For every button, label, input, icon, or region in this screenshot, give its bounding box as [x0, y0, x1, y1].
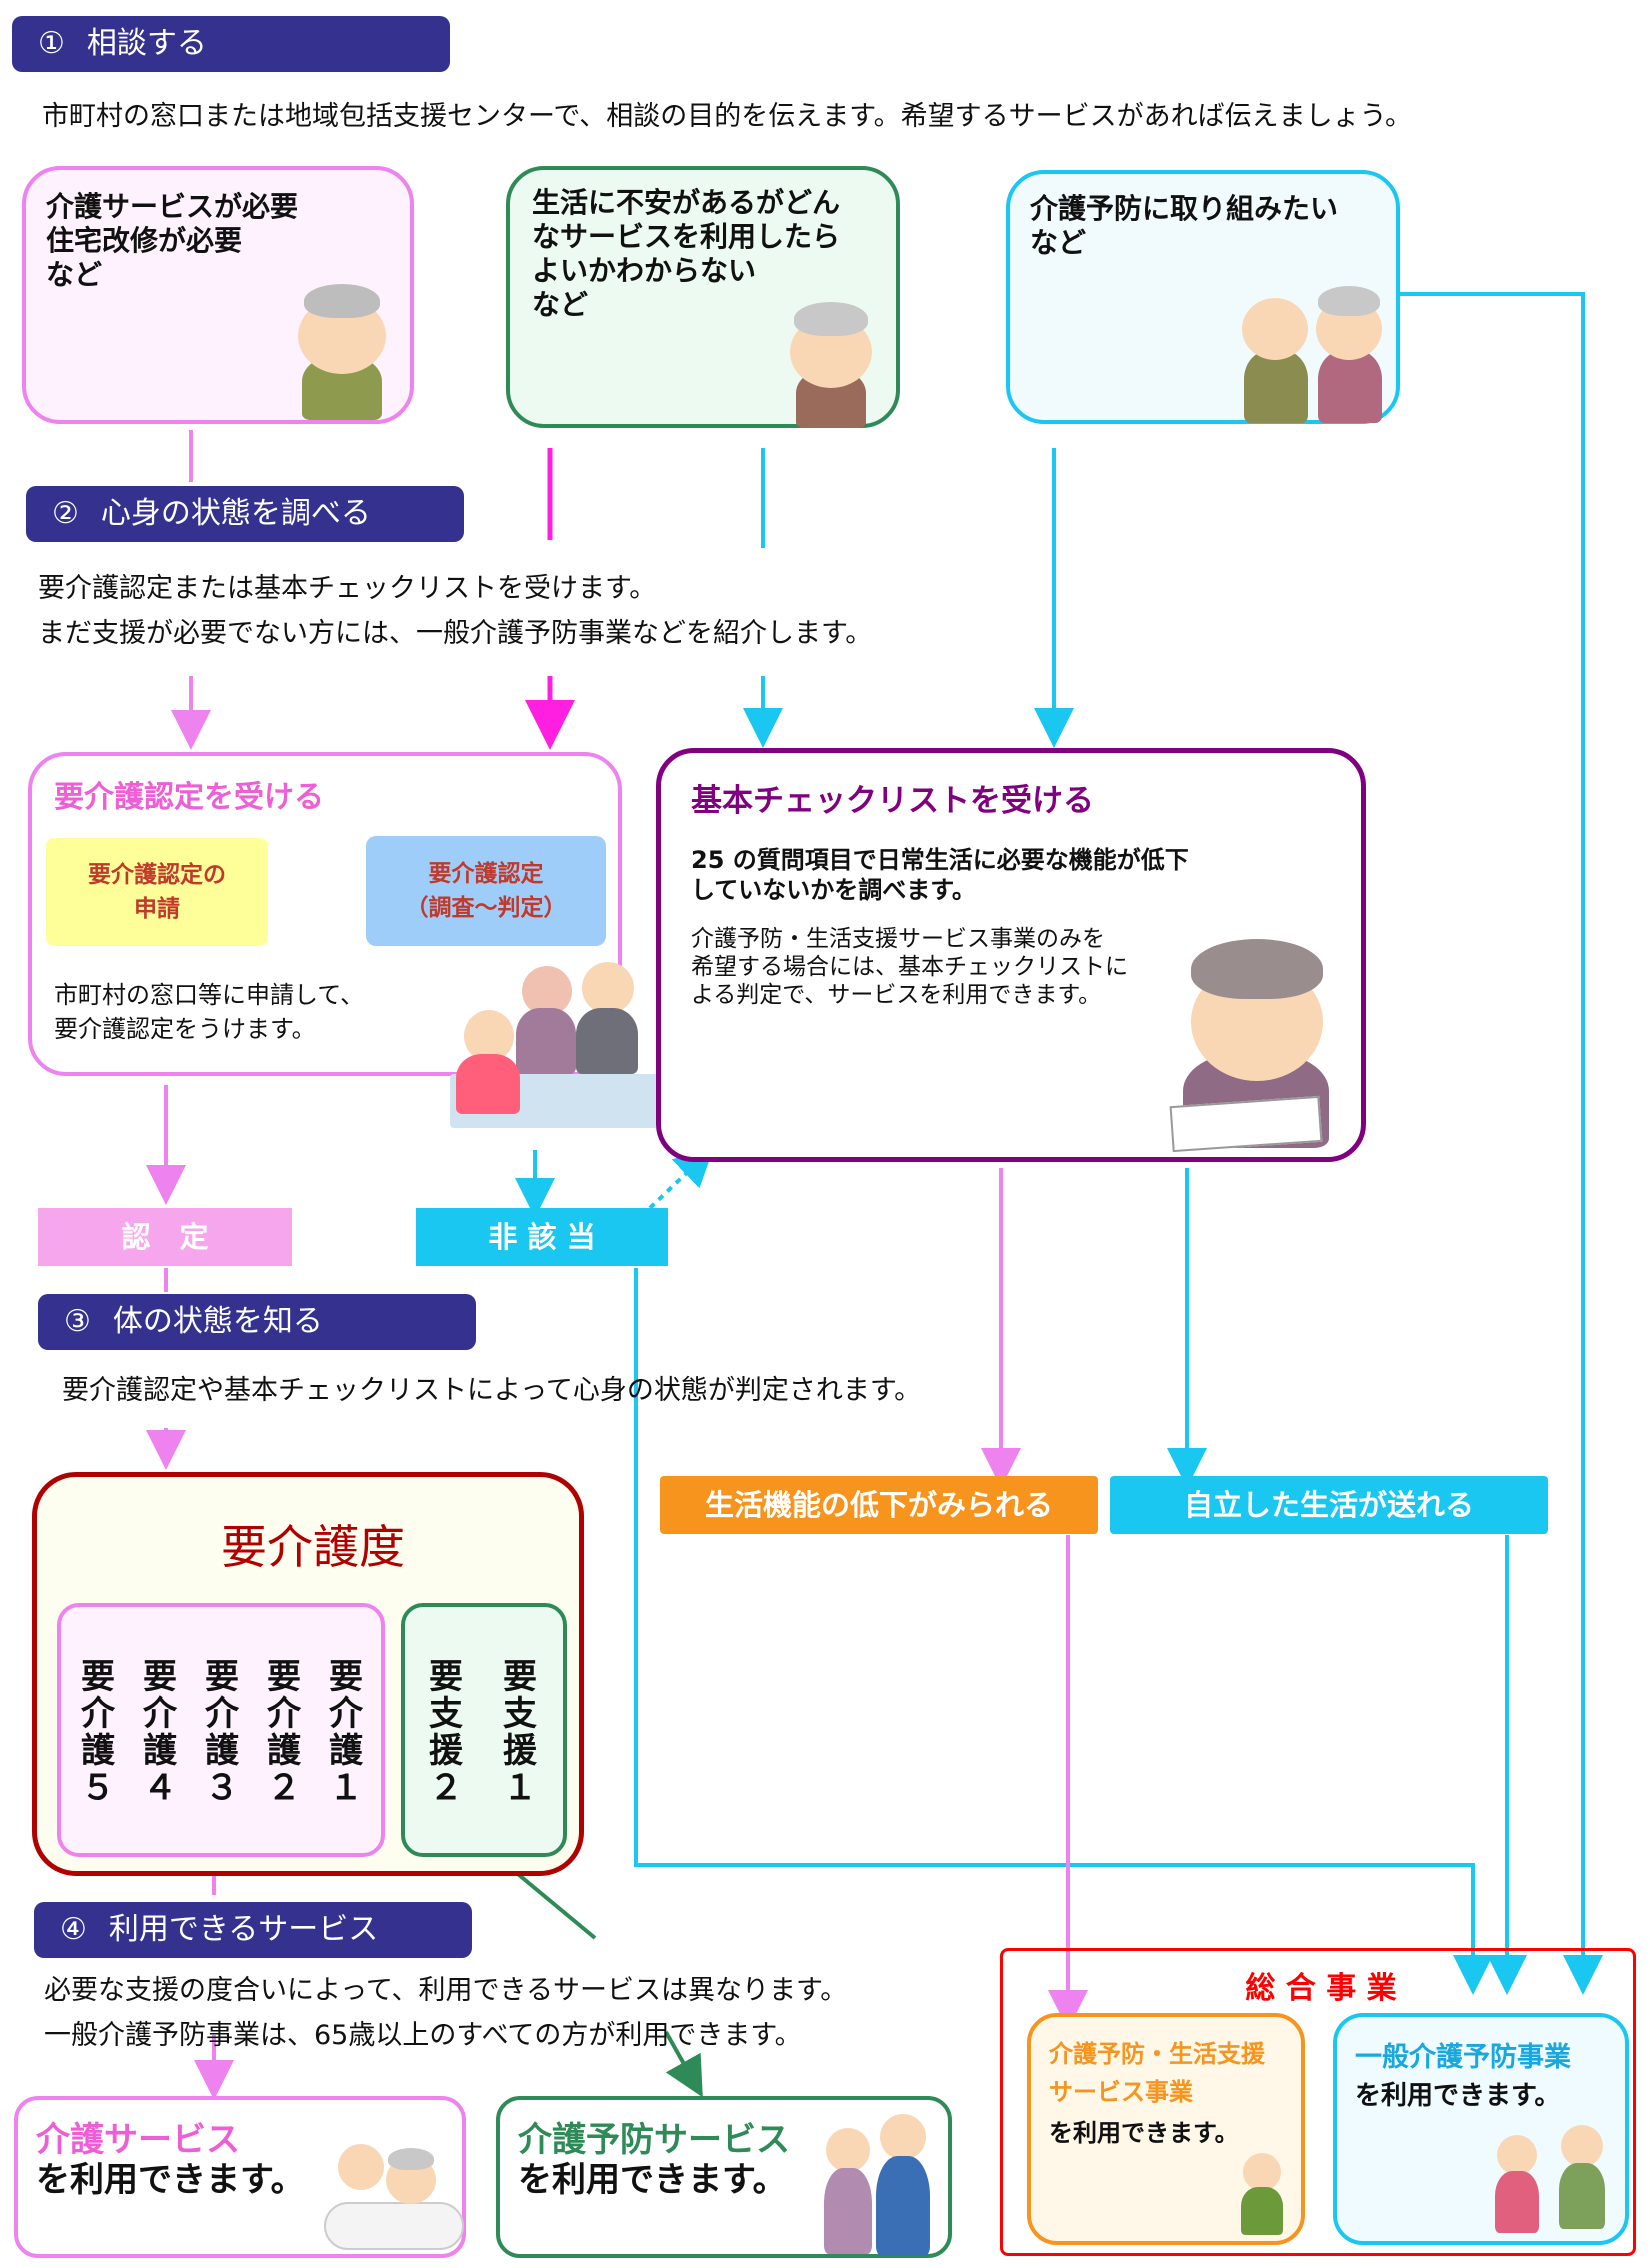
woman-filling-form-illustration — [1161, 933, 1351, 1153]
higaitou-result-tag: 非 該 当 — [416, 1208, 668, 1266]
elderly-woman-illustration — [776, 300, 886, 428]
step1-label: 相談する — [86, 26, 207, 61]
step1-header: ① 相談する — [12, 16, 450, 72]
ippan-box: 一般介護予防事業 を利用できます。 — [1333, 2013, 1629, 2245]
nintei-apply-box: 要介護認定の 申請 — [46, 838, 268, 946]
step3-description: 要介護認定や基本チェックリストによって心身の状態が判定されます。 — [62, 1375, 922, 1406]
yobo-seikatsu-title: 介護予防・生活支援 サービス事業 — [1049, 2040, 1265, 2106]
yobo-service-title: 介護予防サービス — [518, 2120, 790, 2160]
step1-description: 市町村の窓口または地域包括支援センターで、相談の目的を伝えます。希望するサービス… — [42, 101, 1412, 132]
sogo-jigyo-box: 総 合 事 業 介護予防・生活支援 サービス事業 を利用できます。 一般介護予防… — [1000, 1948, 1636, 2256]
step3-label: 体の状態を知る — [112, 1304, 323, 1339]
kaigo-service-title: 介護サービス — [36, 2120, 240, 2160]
checklist-box: 基本チェックリストを受ける 25 の質問項目で日常生活に必要な機能が低下 してい… — [656, 748, 1366, 1162]
ippan-title: 一般介護予防事業 — [1355, 2042, 1571, 2073]
walking-assist-illustration — [820, 2114, 940, 2258]
care-level-title: 要介護度 — [221, 1520, 405, 1574]
step2-number: ② — [52, 496, 79, 531]
step1-number: ① — [38, 26, 65, 61]
yobo-service-sub: を利用できます。 — [518, 2160, 787, 2200]
yobo-seikatsu-box: 介護予防・生活支援 サービス事業 を利用できます。 — [1027, 2013, 1305, 2245]
nintei-title: 要介護認定を受ける — [54, 780, 324, 815]
arrow-c3-to-ippan — [1398, 292, 1603, 1995]
exercising-couple-illustration — [1487, 2125, 1617, 2241]
elderly-man-illustration — [282, 280, 402, 420]
step3-number: ③ — [64, 1304, 91, 1339]
decline-result-tag: 生活機能の低下がみられる — [660, 1476, 1098, 1534]
step3-header: ③ 体の状態を知る — [38, 1294, 476, 1350]
yobo-seikatsu-sub: を利用できます。 — [1049, 2119, 1239, 2147]
sogo-jigyo-title: 総 合 事 業 — [1245, 1971, 1397, 2006]
consult-box-unsure-text: 生活に不安があるがどん なサービスを利用したら よいかわからない など — [532, 186, 841, 321]
consultation-counter-illustration — [442, 958, 662, 1148]
arrow-higaitou-to-checklist — [648, 1146, 715, 1210]
checklist-para1: 25 の質問項目で日常生活に必要な機能が低下 していないかを調べます。 — [691, 846, 1189, 904]
step4-number: ④ — [60, 1912, 87, 1947]
step2-description: 要介護認定または基本チェックリストを受けます。 まだ支援が必要でない方には、一般… — [38, 573, 873, 649]
checklist-para2: 介護予防・生活支援サービス事業のみを 希望する場合には、基本チェックリストに よ… — [691, 926, 1128, 1008]
nintei-note: 市町村の窓口等に申請して、 要介護認定をうけます。 — [54, 981, 365, 1043]
nintei-result-tag: 認 定 — [38, 1208, 292, 1266]
nintei-judge-box: 要介護認定 （調査～判定） — [366, 836, 606, 946]
step2-header: ② 心身の状態を調べる — [26, 486, 464, 542]
consult-box-care: 介護サービスが必要 住宅改修が必要 など — [22, 166, 414, 424]
step2-label: 心身の状態を調べる — [100, 496, 371, 531]
step4-description: 必要な支援の度合いによって、利用できるサービスは異なります。 一般介護予防事業は… — [44, 1975, 848, 2051]
arrow-higaitou-to-ippan — [634, 1268, 1493, 1995]
yobo-service-box: 介護予防サービス を利用できます。 — [496, 2096, 952, 2258]
kaigo-service-box: 介護サービス を利用できます。 — [14, 2096, 466, 2258]
step4-label: 利用できるサービス — [108, 1912, 379, 1947]
independent-result-tag: 自立した生活が送れる — [1110, 1476, 1548, 1534]
caregiver-bed-illustration — [324, 2136, 464, 2254]
kaigo-service-sub: を利用できます。 — [36, 2160, 305, 2200]
consult-box-prevention: 介護予防に取り組みたい など — [1006, 170, 1400, 424]
ippan-sub: を利用できます。 — [1355, 2081, 1561, 2111]
checklist-title: 基本チェックリストを受ける — [691, 783, 1094, 819]
arrow-to-yobo-service — [664, 2031, 703, 2098]
step4-header: ④ 利用できるサービス — [34, 1902, 472, 1958]
exercising-man-illustration — [1231, 2153, 1295, 2241]
consult-box-prevention-text: 介護予防に取り組みたい など — [1030, 192, 1339, 259]
consult-box-unsure: 生活に不安があるがどん なサービスを利用したら よいかわからない など — [506, 166, 900, 428]
elderly-couple-illustration — [1238, 278, 1388, 423]
consult-box-care-text: 介護サービスが必要 住宅改修が必要 など — [46, 190, 299, 291]
